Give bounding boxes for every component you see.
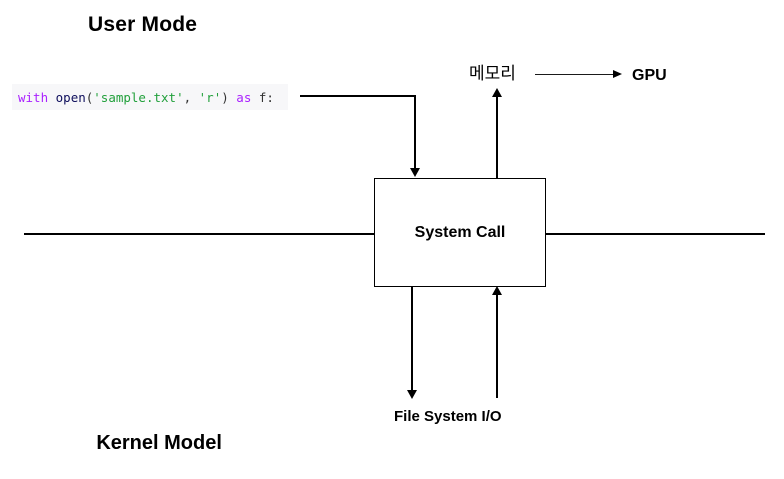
user-mode-title: User Mode bbox=[88, 13, 198, 36]
file-system-io-label: File System I/O bbox=[394, 408, 502, 425]
code-token-function-open: open bbox=[55, 89, 86, 105]
kernel-mode-title-line1: Kernel Model bbox=[96, 432, 222, 454]
connector-memory-to-gpu-arrowhead bbox=[613, 70, 622, 78]
connector-syscall-to-memory-arrowhead bbox=[492, 88, 502, 97]
connector-syscall-to-file-io-arrowhead bbox=[407, 390, 417, 399]
code-token-keyword-as: as bbox=[236, 89, 252, 105]
kernel-mode-title: Kernel Model (System Mode) bbox=[58, 400, 238, 479]
system-call-box: System Call bbox=[374, 178, 546, 287]
connector-code-to-syscall-vertical bbox=[414, 95, 416, 169]
connector-syscall-to-file-io-line bbox=[411, 287, 413, 392]
code-token-variable-f: f: bbox=[258, 89, 274, 105]
python-code-snippet: with open('sample.txt', 'r') as f: bbox=[12, 84, 288, 110]
code-token-space-3 bbox=[251, 90, 259, 105]
connector-file-io-to-syscall-arrowhead bbox=[492, 286, 502, 295]
code-token-space-1 bbox=[48, 90, 56, 105]
code-token-string-mode: 'r' bbox=[198, 89, 222, 105]
code-token-keyword-with: with bbox=[18, 89, 49, 105]
mode-divider-line-left bbox=[24, 233, 374, 235]
connector-code-to-syscall-horizontal bbox=[300, 95, 416, 97]
gpu-label: GPU bbox=[632, 67, 667, 84]
code-token-paren-close: ) bbox=[221, 89, 229, 105]
mode-divider-line-right bbox=[546, 233, 765, 235]
connector-syscall-to-memory-line bbox=[496, 95, 498, 179]
code-token-comma: , bbox=[183, 89, 199, 105]
code-token-string-filename: 'sample.txt' bbox=[93, 89, 184, 105]
system-call-box-label: System Call bbox=[414, 223, 506, 241]
connector-code-to-syscall-arrowhead bbox=[410, 168, 420, 177]
connector-file-io-to-syscall-line bbox=[496, 293, 498, 398]
code-token-space-2 bbox=[229, 90, 237, 105]
code-token-paren-open: ( bbox=[85, 89, 94, 105]
connector-memory-to-gpu-line bbox=[535, 74, 615, 76]
memory-label: 메모리 bbox=[469, 64, 516, 84]
